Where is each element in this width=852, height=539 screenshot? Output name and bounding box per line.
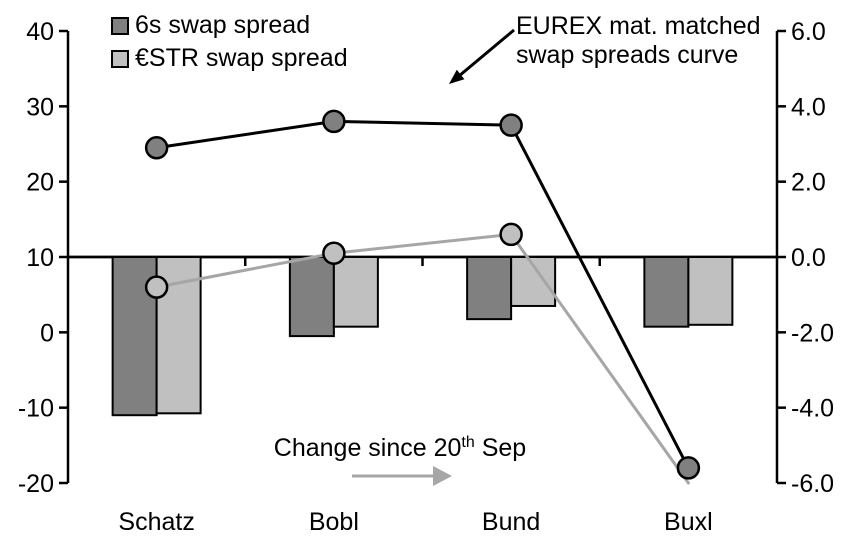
legend-swatch-light-icon bbox=[111, 49, 129, 68]
x-axis-label-schatz: Schatz bbox=[118, 508, 194, 536]
legend-label-6s-swap-spread: 6s swap spread bbox=[135, 11, 311, 39]
curve-callout-line1: EUREX mat. matched bbox=[516, 12, 761, 40]
change-note-prefix: Change since 20 bbox=[273, 434, 462, 462]
left-axis-tick-label: 10 bbox=[26, 244, 54, 272]
right-axis-tick-label: -6.0 bbox=[791, 470, 834, 498]
left-axis-tick-label: 0 bbox=[40, 319, 54, 347]
marker-estr-swap-spread-curve-bund bbox=[499, 222, 523, 247]
right-axis-tick-label: 2.0 bbox=[791, 169, 826, 197]
left-axis-tick-label: -10 bbox=[18, 395, 54, 423]
legend: 6s swap spread €STR swap spread bbox=[111, 9, 348, 75]
bar-estr-swap-spread-change-since-20th-sep-bund bbox=[510, 256, 557, 307]
left-axis-tick-label: -20 bbox=[18, 470, 54, 498]
right-axis-tick-label: 6.0 bbox=[791, 18, 826, 46]
change-note: Change since 20th Sep bbox=[200, 434, 600, 463]
change-note-superscript: th bbox=[461, 434, 475, 451]
right-axis-tick-label: -2.0 bbox=[791, 319, 834, 347]
line-6s-swap-spread-curve bbox=[155, 119, 690, 470]
curve-callout-line2: swap spreads curve bbox=[516, 41, 739, 69]
marker-estr-swap-spread-curve-bobl bbox=[322, 241, 346, 265]
legend-item-6s-swap-spread: 6s swap spread bbox=[111, 9, 348, 42]
left-axis-tick-label: 40 bbox=[26, 18, 54, 46]
x-axis-label-buxl: Buxl bbox=[664, 508, 713, 536]
bar-estr-swap-spread-change-since-20th-sep-buxl bbox=[687, 256, 734, 326]
marker-estr-swap-spread-curve-schatz bbox=[144, 275, 169, 299]
right-axis-tick-label: -4.0 bbox=[791, 395, 834, 423]
left-axis-tick-label: 20 bbox=[26, 169, 54, 197]
marker-6s-swap-spread-curve-bund bbox=[499, 113, 523, 137]
marker-6s-swap-spread-curve-schatz bbox=[144, 136, 169, 160]
marker-6s-swap-spread-curve-bobl bbox=[322, 109, 346, 134]
x-axis-label-bobl: Bobl bbox=[309, 508, 359, 536]
x-axis-label-bund: Bund bbox=[482, 508, 540, 536]
bar-6s-swap-spread-change-since-20th-sep-bobl bbox=[288, 256, 335, 338]
legend-item-estr-swap-spread: €STR swap spread bbox=[111, 42, 348, 75]
bar-estr-swap-spread-change-since-20th-sep-bobl bbox=[332, 256, 379, 328]
bar-6s-swap-spread-change-since-20th-sep-buxl bbox=[643, 256, 690, 328]
legend-label-estr-swap-spread: €STR swap spread bbox=[135, 44, 348, 72]
legend-swatch-dark-icon bbox=[111, 16, 129, 35]
left-axis-tick-label: 30 bbox=[26, 93, 54, 121]
right-axis-tick-label: 4.0 bbox=[791, 93, 826, 121]
right-axis-tick-label: 0.0 bbox=[791, 244, 826, 272]
marker-6s-swap-spread-curve-buxl bbox=[676, 456, 701, 480]
line-estr-swap-spread-curve bbox=[155, 232, 690, 485]
change-note-suffix: Sep bbox=[474, 434, 527, 462]
curve-callout: EUREX mat. matched swap spreads curve bbox=[516, 12, 761, 70]
bar-6s-swap-spread-change-since-20th-sep-bund bbox=[466, 256, 513, 321]
